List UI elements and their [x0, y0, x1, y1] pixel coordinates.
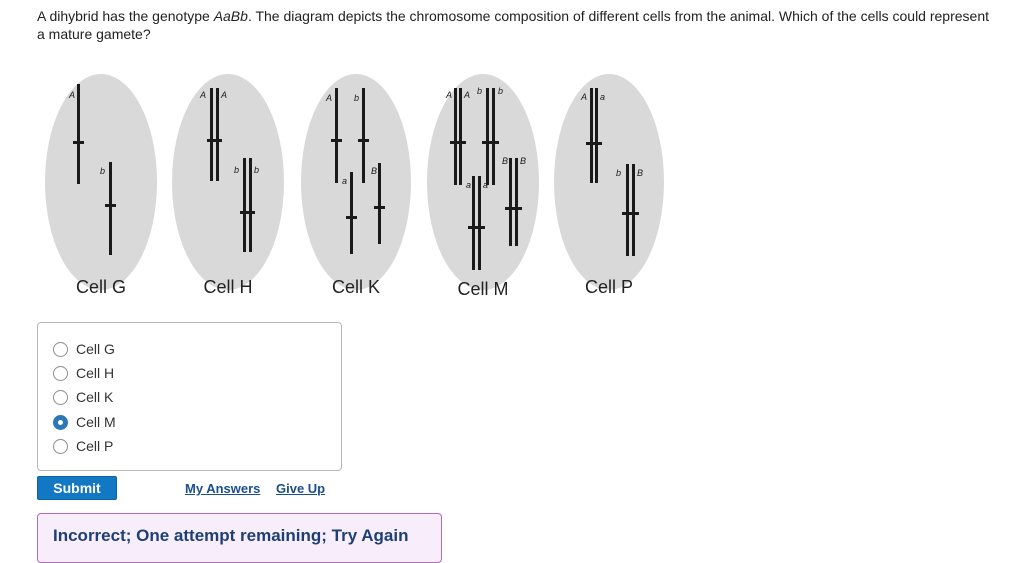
- cell-k-label: Cell K: [332, 277, 380, 297]
- cell-h-label: Cell H: [203, 277, 252, 297]
- choice-label: Cell M: [76, 414, 116, 430]
- genotype-text: AaBb: [213, 8, 248, 24]
- cell-g: A b: [45, 74, 157, 290]
- cell-k-body: [301, 74, 411, 290]
- question-suffix: . The diagram depicts the chromosome com…: [37, 8, 989, 42]
- radio-button[interactable]: [53, 389, 68, 405]
- centromere: [207, 139, 222, 142]
- cell-p-body: [554, 74, 664, 290]
- allele-label: a: [600, 92, 605, 102]
- choice-label: Cell H: [76, 365, 115, 381]
- centromere: [240, 211, 255, 214]
- cell-h: A A b b: [172, 74, 284, 290]
- cell-k: A b a B: [301, 74, 411, 290]
- cell-p: A a b B: [554, 74, 664, 290]
- allele-label: b: [254, 165, 259, 175]
- chromosome: [509, 158, 512, 246]
- chromosome: [459, 88, 462, 185]
- allele-label: b: [477, 86, 482, 96]
- centromere: [105, 204, 116, 207]
- chromosome: [472, 176, 475, 270]
- allele-label: B: [502, 156, 508, 166]
- allele-label: a: [466, 180, 471, 190]
- radio-button-selected[interactable]: [53, 414, 68, 430]
- allele-label: B: [520, 156, 526, 166]
- chromosome: [216, 88, 219, 181]
- centromere: [482, 141, 499, 144]
- chromosome: [486, 88, 489, 185]
- choice-cell-m[interactable]: Cell M: [53, 412, 116, 432]
- chromosome: [362, 88, 365, 183]
- allele-label: b: [100, 166, 105, 176]
- chromosome: [632, 164, 635, 256]
- allele-label: A: [445, 90, 452, 100]
- centromere: [346, 216, 357, 219]
- answer-choices: Cell G Cell H Cell K Cell M Cell P: [37, 322, 342, 471]
- centromere: [374, 206, 385, 209]
- chromosome: [454, 88, 457, 185]
- choice-label: Cell G: [76, 341, 115, 357]
- centromere: [331, 139, 342, 142]
- chromosome: [378, 163, 381, 244]
- allele-label: b: [354, 93, 359, 103]
- choice-label: Cell K: [76, 389, 114, 405]
- chromosome: [626, 164, 629, 256]
- allele-label: B: [637, 168, 643, 178]
- allele-label: A: [199, 90, 206, 100]
- allele-label: A: [463, 90, 470, 100]
- centromere: [358, 139, 369, 142]
- chromosome: [249, 158, 252, 252]
- radio-button[interactable]: [53, 365, 68, 381]
- centromere: [505, 207, 522, 210]
- chromosome: [335, 88, 338, 183]
- cell-g-label: Cell G: [76, 277, 126, 297]
- question-text: A dihybrid has the genotype AaBb. The di…: [37, 7, 997, 43]
- allele-label: A: [325, 93, 332, 103]
- chromosome: [77, 84, 80, 184]
- choice-cell-p[interactable]: Cell P: [53, 436, 113, 456]
- allele-label: A: [68, 90, 75, 100]
- feedback-text: Incorrect; One attempt remaining; Try Ag…: [53, 526, 409, 545]
- allele-label: a: [483, 180, 488, 190]
- chromosome-diagram: A b A A b b A b: [45, 74, 664, 299]
- centromere: [73, 141, 84, 144]
- choice-label: Cell P: [76, 438, 114, 454]
- centromere: [450, 141, 466, 144]
- allele-label: A: [220, 90, 227, 100]
- chromosome: [590, 88, 593, 183]
- allele-label: A: [580, 92, 587, 102]
- centromere: [622, 212, 639, 215]
- choice-cell-g[interactable]: Cell G: [53, 339, 115, 359]
- chromosome: [515, 158, 518, 246]
- allele-label: b: [616, 168, 621, 178]
- allele-label: a: [342, 176, 347, 186]
- centromere: [586, 142, 602, 145]
- cell-m: A A b b a a B B: [427, 74, 539, 290]
- question-prefix: A dihybrid has the genotype: [37, 8, 214, 24]
- cell-p-label: Cell P: [585, 277, 633, 297]
- cell-g-body: [45, 74, 157, 290]
- allele-label: b: [498, 86, 503, 96]
- centromere: [468, 226, 485, 229]
- chromosome: [595, 88, 598, 183]
- chromosome: [492, 88, 495, 185]
- submit-button[interactable]: Submit: [37, 476, 117, 500]
- chromosome: [109, 162, 112, 255]
- feedback-box: Incorrect; One attempt remaining; Try Ag…: [37, 513, 442, 563]
- choice-cell-k[interactable]: Cell K: [53, 387, 113, 407]
- give-up-link[interactable]: Give Up: [276, 481, 326, 496]
- radio-button[interactable]: [53, 341, 68, 357]
- cell-m-label: Cell M: [457, 279, 508, 299]
- chromosome: [243, 158, 246, 252]
- chromosome: [210, 88, 213, 181]
- choice-cell-h[interactable]: Cell H: [53, 363, 114, 383]
- chromosome: [478, 176, 481, 270]
- my-answers-link[interactable]: My Answers: [185, 481, 261, 496]
- allele-label: B: [371, 166, 377, 176]
- allele-label: b: [234, 165, 239, 175]
- cell-h-body: [172, 74, 284, 290]
- chromosome: [350, 172, 353, 254]
- radio-button[interactable]: [53, 438, 68, 454]
